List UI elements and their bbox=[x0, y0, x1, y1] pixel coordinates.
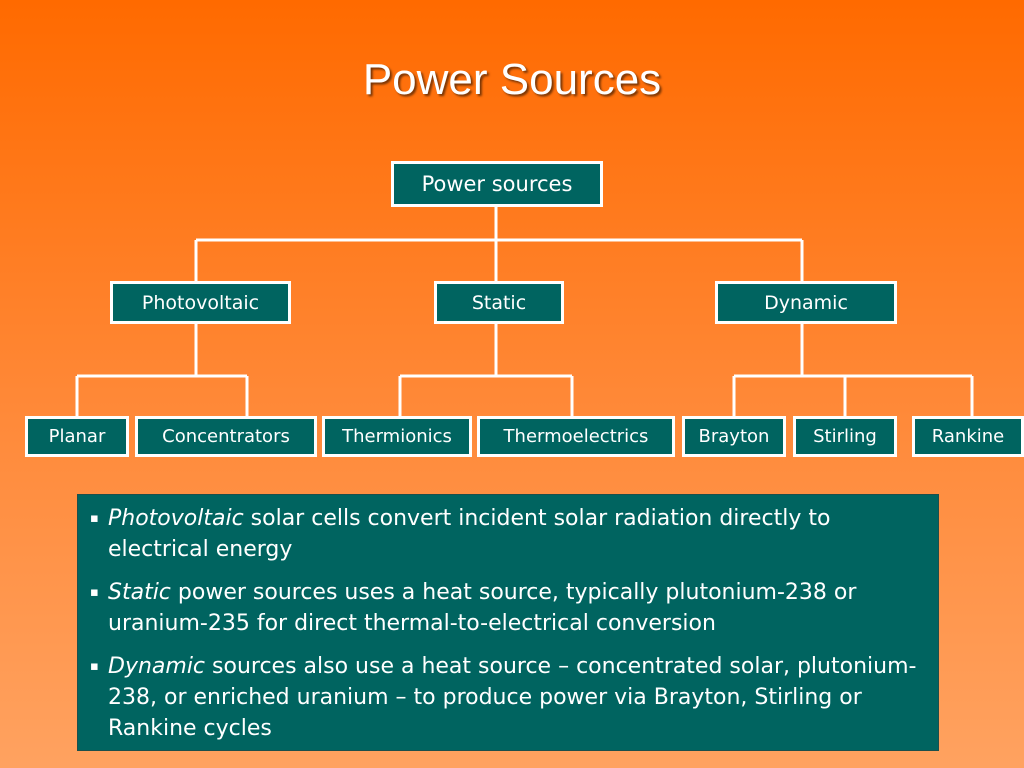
note-term: Static bbox=[108, 580, 171, 605]
bullet-marker: ▪ bbox=[90, 659, 99, 674]
note-text: power sources uses a heat source, typica… bbox=[108, 580, 857, 636]
node-thermionics: Thermionics bbox=[322, 416, 472, 457]
note-term: Photovoltaic bbox=[108, 506, 244, 531]
node-power-sources: Power sources bbox=[391, 161, 603, 207]
note-text: solar cells convert incident solar radia… bbox=[108, 506, 831, 562]
bullet-marker: ▪ bbox=[90, 585, 99, 600]
slide-title: Power Sources bbox=[362, 55, 662, 104]
node-dynamic: Dynamic bbox=[715, 281, 897, 324]
note-text: sources also use a heat source – concent… bbox=[108, 654, 917, 741]
note-photovoltaic: ▪ Photovoltaic solar cells convert incid… bbox=[88, 503, 928, 565]
bullet-marker: ▪ bbox=[90, 511, 99, 526]
note-term: Dynamic bbox=[108, 654, 206, 679]
node-brayton: Brayton bbox=[682, 416, 786, 457]
node-thermoelectrics: Thermoelectrics bbox=[477, 416, 675, 457]
note-static: ▪ Static power sources uses a heat sourc… bbox=[88, 577, 928, 639]
note-dynamic: ▪ Dynamic sources also use a heat source… bbox=[88, 651, 928, 744]
node-photovoltaic: Photovoltaic bbox=[110, 281, 291, 324]
node-stirling: Stirling bbox=[793, 416, 897, 457]
node-concentrators: Concentrators bbox=[135, 416, 317, 457]
node-rankine: Rankine bbox=[912, 416, 1024, 457]
node-static: Static bbox=[434, 281, 564, 324]
description-box: ▪ Photovoltaic solar cells convert incid… bbox=[77, 494, 939, 751]
node-planar: Planar bbox=[25, 416, 129, 457]
